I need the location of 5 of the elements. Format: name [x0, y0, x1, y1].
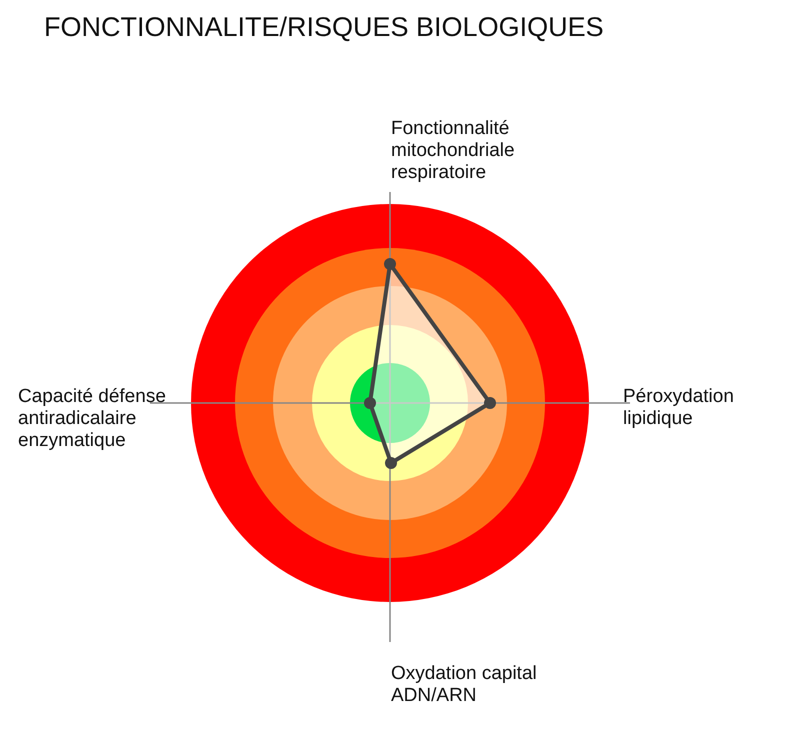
axis-label: Oxydation capital ADN/ARN — [391, 663, 538, 707]
axis-label: Péroxydation lipidique — [623, 386, 735, 430]
chart-title: FONCTIONNALITE/RISQUES BIOLOGIQUES — [44, 12, 604, 43]
axis-label: Capacité défense antiradicalaire enzymatique — [18, 386, 167, 452]
axis-label: Fonctionnalité mitochondriale respiratoire — [391, 118, 516, 184]
